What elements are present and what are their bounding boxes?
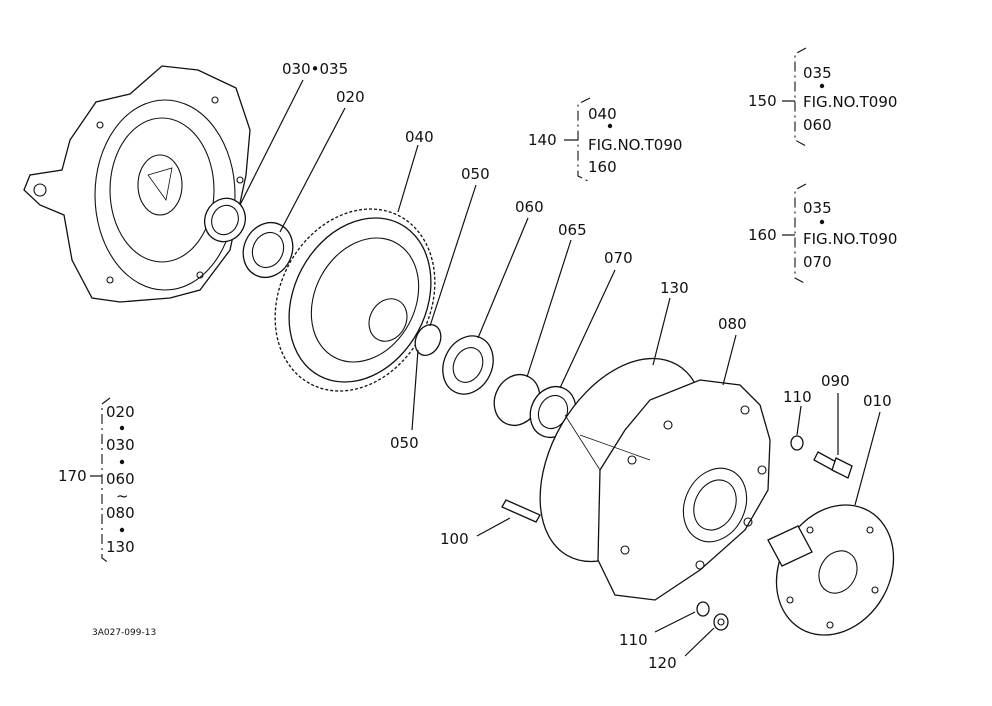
bearing-020 — [242, 222, 294, 278]
callouts: 030•035 020 040 050 060 065 070 130 080 … — [282, 60, 892, 672]
group-170-line-1: 020 — [106, 403, 135, 421]
group-160-line-1: 035 — [803, 199, 832, 217]
bearing-060 — [442, 335, 494, 395]
group-150-label: 150 — [748, 92, 777, 110]
group-160: 160 035 FIG.NO.T090 070 — [748, 183, 897, 285]
callout-090: 090 — [821, 372, 850, 390]
group-150: 150 035 FIG.NO.T090 060 — [748, 47, 897, 147]
callout-110-top: 110 — [783, 388, 812, 406]
group-170-line-4: ~ — [116, 487, 129, 505]
gear-case-housing — [23, 65, 251, 303]
spur-gear-040 — [274, 208, 436, 392]
group-150-line-3: 060 — [803, 116, 832, 134]
group-170-line-6: 130 — [106, 538, 135, 556]
callout-060: 060 — [515, 198, 544, 216]
callout-020: 020 — [336, 88, 365, 106]
group-140-label: 140 — [528, 131, 557, 149]
drawing-code: 3A027-099-13 — [92, 628, 156, 638]
group-140: 140 040 FIG.NO.T090 160 — [528, 97, 682, 183]
group-170: 170 020 030 060 ~ 080 130 — [58, 397, 135, 565]
group-170-label: 170 — [58, 467, 87, 485]
callout-050-top: 050 — [461, 165, 490, 183]
callout-050-bottom: 050 — [390, 434, 419, 452]
callout-110-bottom: 110 — [619, 631, 648, 649]
group-170-line-2: 030 — [106, 436, 135, 454]
group-140-line-2: FIG.NO.T090 — [588, 136, 682, 154]
callout-130: 130 — [660, 279, 689, 297]
group-170-line-3: 060 — [106, 470, 135, 488]
group-150-line-1: 035 — [803, 64, 832, 82]
group-160-label: 160 — [748, 226, 777, 244]
callout-030-035: 030•035 — [282, 60, 348, 78]
callout-100: 100 — [440, 530, 469, 548]
group-160-line-2: FIG.NO.T090 — [803, 230, 897, 248]
callout-010: 010 — [863, 392, 892, 410]
callout-070: 070 — [604, 249, 633, 267]
callout-065: 065 — [558, 221, 587, 239]
stud-bolt-100 — [501, 499, 541, 523]
snap-ring-050 — [414, 323, 442, 357]
nut-120 — [713, 613, 729, 631]
bolt-090 — [813, 451, 853, 479]
group-160-line-3: 070 — [803, 253, 832, 271]
callout-120: 120 — [648, 654, 677, 672]
leader-lines — [239, 79, 881, 657]
callout-080: 080 — [718, 315, 747, 333]
flange-shaft-010 — [767, 504, 895, 636]
group-140-line-3: 160 — [588, 158, 617, 176]
washer-110-top — [790, 435, 804, 451]
group-150-line-2: FIG.NO.T090 — [803, 93, 897, 111]
callout-040: 040 — [405, 128, 434, 146]
oil-seal-030 — [203, 197, 247, 243]
group-170-line-5: 080 — [106, 504, 135, 522]
group-140-line-1: 040 — [588, 105, 617, 123]
washer-110-bottom — [696, 601, 710, 617]
cover-080 — [597, 379, 771, 601]
